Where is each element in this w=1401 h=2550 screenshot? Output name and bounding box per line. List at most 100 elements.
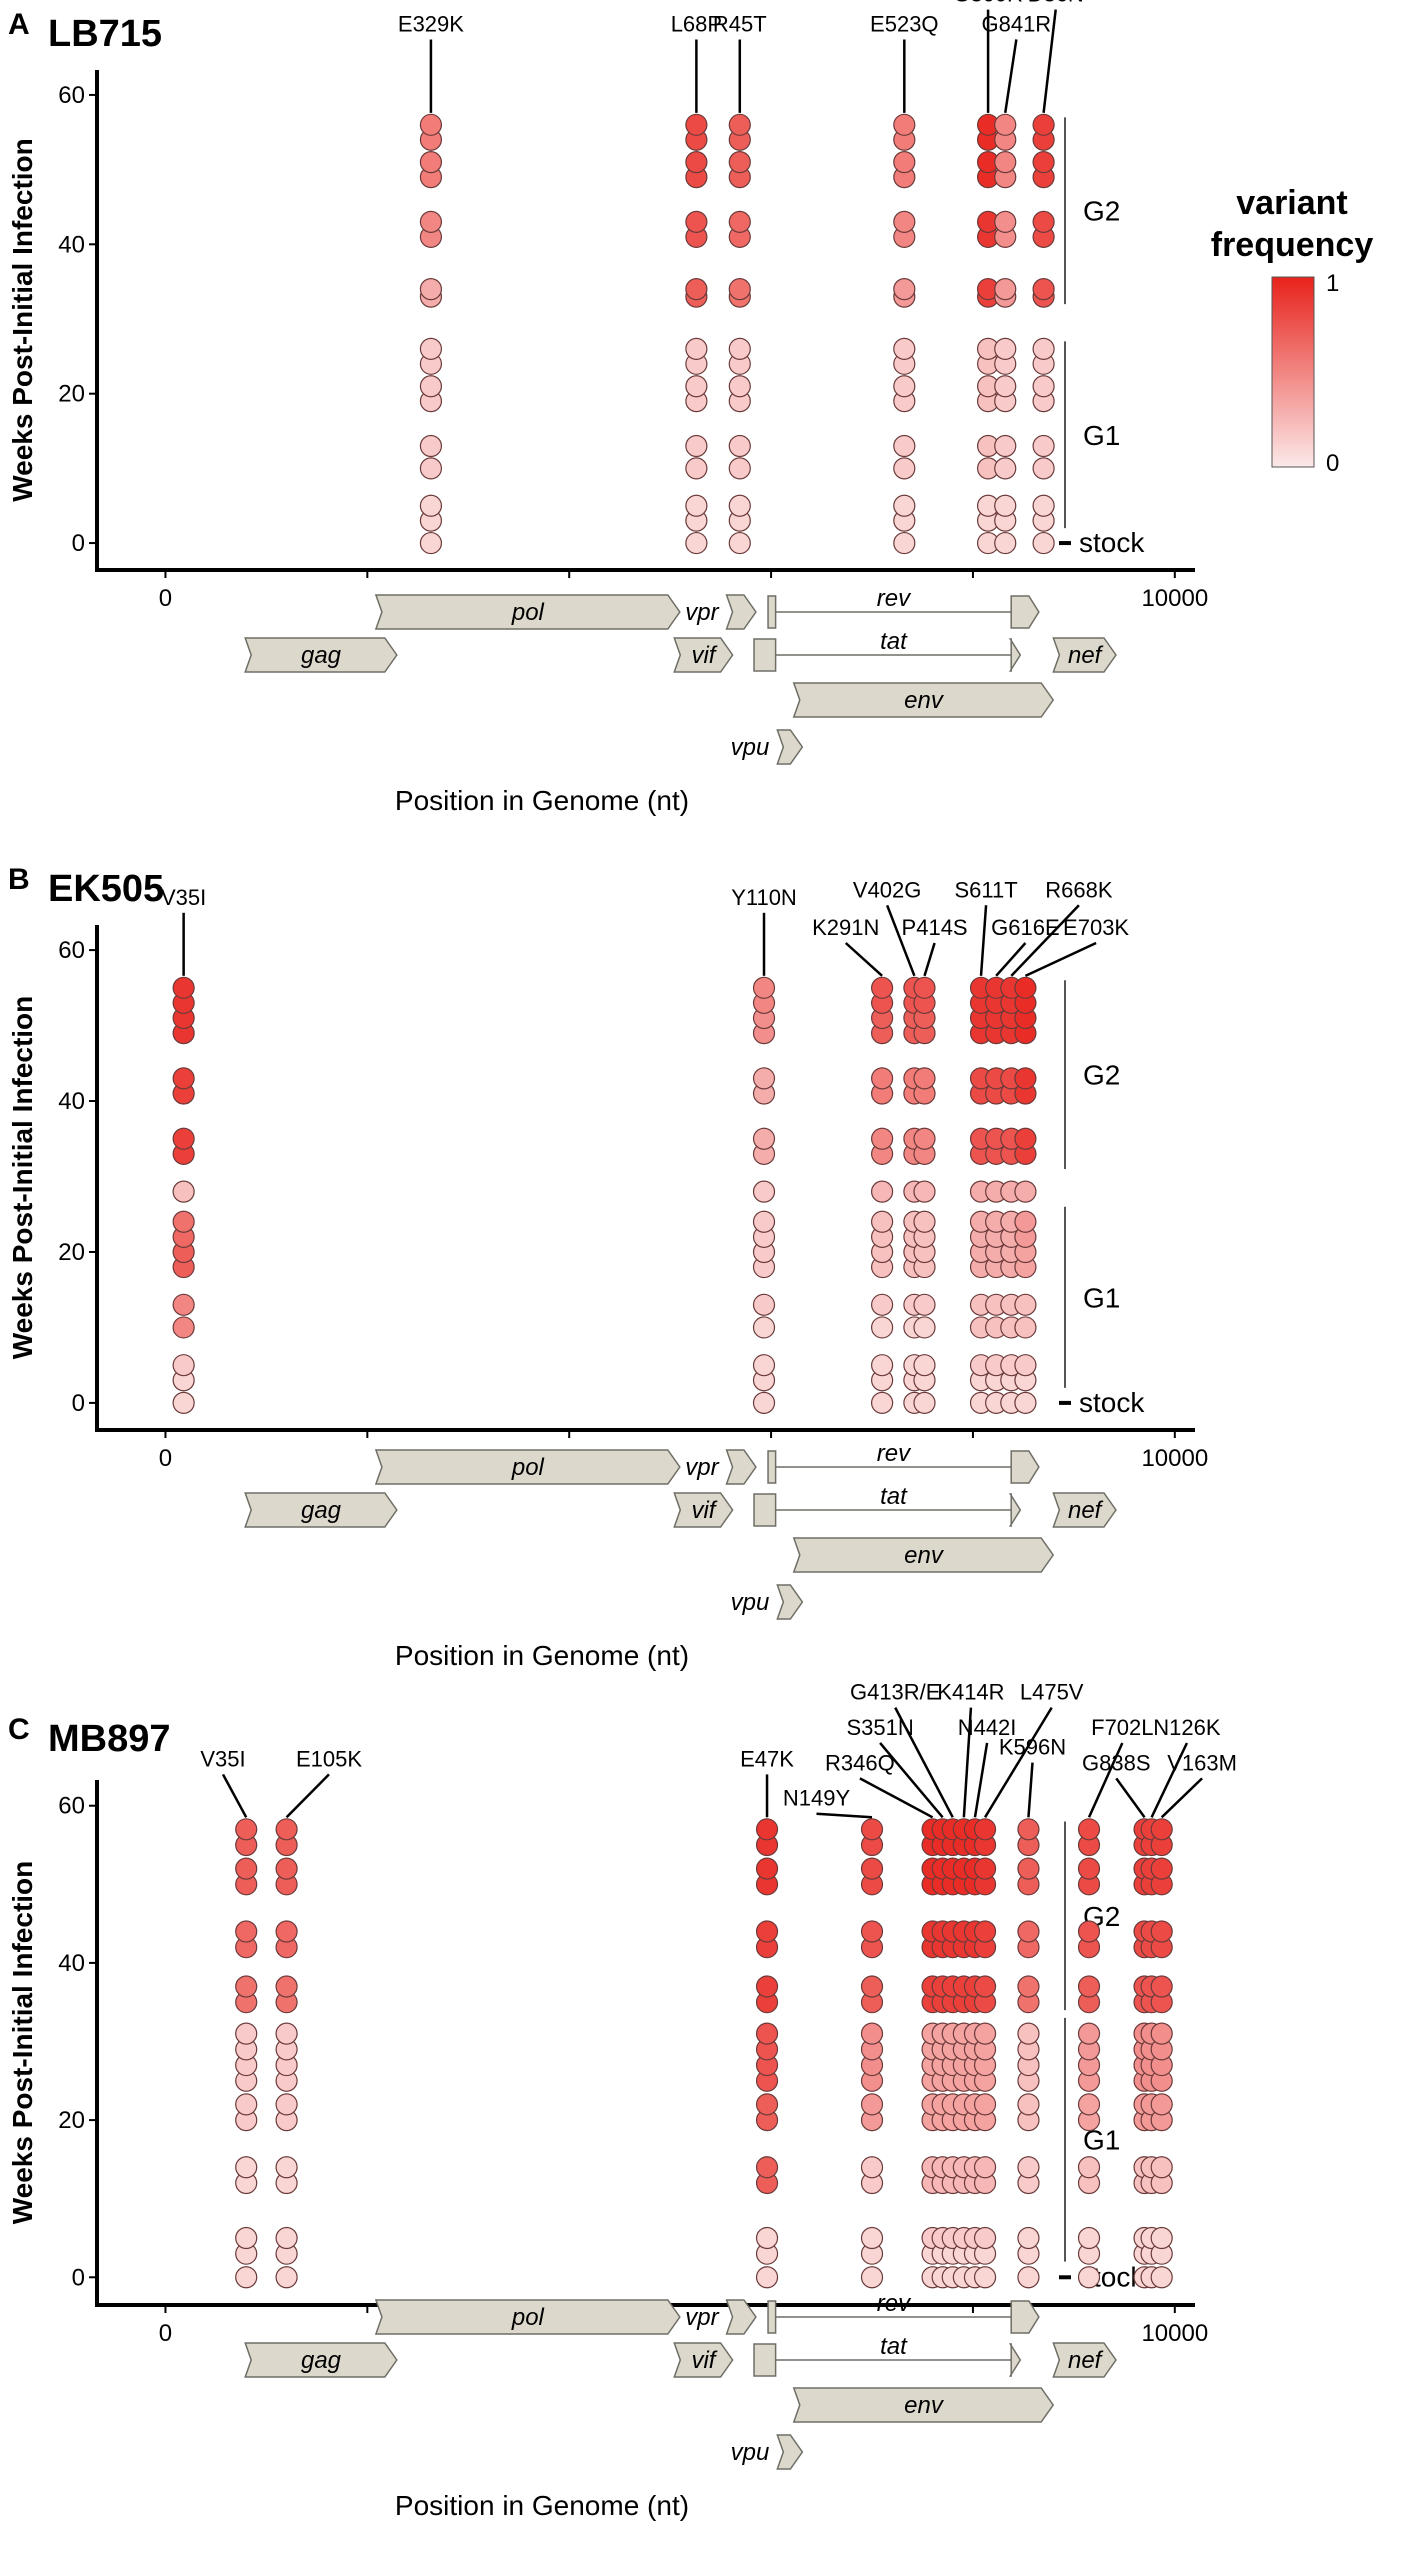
mutation-label: K291N <box>812 915 879 940</box>
variant-point <box>172 1127 195 1150</box>
variant-point <box>1032 210 1055 234</box>
variant-frequency-legend: variant frequency 1 0 <box>1211 184 1374 477</box>
variant-point <box>275 1920 298 1943</box>
mutation-n149y: N149Y <box>783 1786 884 2289</box>
variant-point <box>1017 2226 1040 2250</box>
variant-point <box>893 434 916 458</box>
variant-point <box>1014 1391 1037 1415</box>
variant-point <box>1014 1293 1037 1316</box>
mutation-leader-line <box>1027 1762 1034 1818</box>
legend-min-label: 0 <box>1326 450 1339 477</box>
variant-point <box>685 375 708 398</box>
variant-point <box>419 113 443 136</box>
variant-point <box>913 1293 936 1316</box>
gene-vif <box>673 2342 734 2378</box>
mutation-label: E47K <box>740 1746 794 1771</box>
mutation-l475v: L475V <box>973 1680 1084 2289</box>
variant-point <box>913 1067 936 1090</box>
variant-point <box>172 976 195 999</box>
variant-point <box>752 1354 776 1377</box>
mutation-label: L68P <box>671 11 722 36</box>
variant-point <box>893 113 916 136</box>
variant-point <box>1014 1354 1037 1377</box>
variant-point <box>913 1316 936 1339</box>
variant-point <box>755 1818 779 1841</box>
mutation-label: N149Y <box>783 1786 851 1811</box>
variant-point <box>860 1857 884 1880</box>
variant-point <box>913 976 936 999</box>
mutation-leader-line <box>816 1812 873 1819</box>
gene-label-gag: gag <box>301 2347 342 2374</box>
exon1-rev <box>767 2300 777 2334</box>
exon2-tat <box>1008 638 1022 672</box>
variant-point <box>871 1210 894 1233</box>
gene-vpu <box>776 729 804 765</box>
mutation-label: G413R/E <box>850 1680 941 1705</box>
variant-point <box>860 2266 884 2289</box>
mutation-leader-line <box>844 942 883 977</box>
mutation-leader-line <box>285 1773 330 1819</box>
variant-point <box>973 1857 997 1880</box>
variant-point <box>973 1975 997 1998</box>
variant-point <box>1032 337 1055 360</box>
y-tick-label: 40 <box>58 1088 85 1115</box>
mutation-d36n: D36N <box>1028 0 1084 555</box>
variant-point <box>275 1975 298 1998</box>
mutation-e523q: E523Q <box>870 11 939 555</box>
y-tick-label: 0 <box>72 1390 85 1417</box>
legend-color-bar <box>1271 276 1315 468</box>
variant-point <box>728 210 751 234</box>
variant-point <box>893 457 916 480</box>
gene-label-gag: gag <box>301 642 342 669</box>
y-axis-label: Weeks Post-Initial Infection <box>7 1861 38 2225</box>
variant-point <box>419 337 443 360</box>
variant-point <box>235 2226 258 2250</box>
variant-point <box>973 1818 997 1841</box>
variant-point <box>1014 976 1037 999</box>
mutation-leader-line <box>885 904 916 977</box>
variant-point <box>755 2156 779 2179</box>
variant-point <box>728 531 751 555</box>
variant-point <box>871 1127 894 1150</box>
variant-point <box>172 1067 195 1090</box>
variant-point <box>172 1210 195 1233</box>
variant-point <box>685 113 708 136</box>
variant-point <box>994 337 1017 360</box>
variant-point <box>275 2266 298 2289</box>
variant-point <box>419 494 443 517</box>
exon1-rev <box>767 595 777 629</box>
mutation-k291n: K291N <box>812 915 894 1415</box>
mutation-label: K414R <box>937 1680 1004 1705</box>
gene-label-vif: vif <box>691 642 717 669</box>
mutation-leader-line <box>894 1707 954 1818</box>
variant-point <box>1150 2022 1173 2045</box>
group-label-g2: G2 <box>1083 196 1120 227</box>
gene-label-tat: tat <box>880 1483 908 1510</box>
mutation-label: S351N <box>846 1715 913 1740</box>
exon2-rev <box>1010 1450 1040 1484</box>
variant-point <box>1017 1818 1040 1841</box>
variant-point <box>871 976 894 999</box>
variant-point <box>1077 2226 1101 2250</box>
gene-pol <box>374 594 681 630</box>
variant-point <box>1014 1067 1037 1090</box>
mutation-leader-line <box>1042 9 1057 113</box>
gene-label-rev: rev <box>877 585 912 612</box>
variant-point <box>275 2156 298 2179</box>
panel-title: EK505 <box>48 868 164 910</box>
gene-nef <box>1052 1492 1117 1528</box>
variant-point <box>871 1067 894 1090</box>
variant-point <box>1150 2226 1173 2250</box>
variant-point <box>728 113 751 136</box>
gene-nef <box>1052 637 1117 673</box>
variant-point <box>755 2266 779 2289</box>
gene-vif <box>673 637 734 673</box>
variant-point <box>973 2022 997 2045</box>
mutation-l68p: L68P <box>671 11 722 555</box>
variant-point <box>1077 2022 1101 2045</box>
variant-point <box>1150 1818 1173 1841</box>
variant-point <box>994 113 1017 136</box>
variant-point <box>1077 1818 1101 1841</box>
mutation-k596n: K596N <box>999 1735 1066 2289</box>
